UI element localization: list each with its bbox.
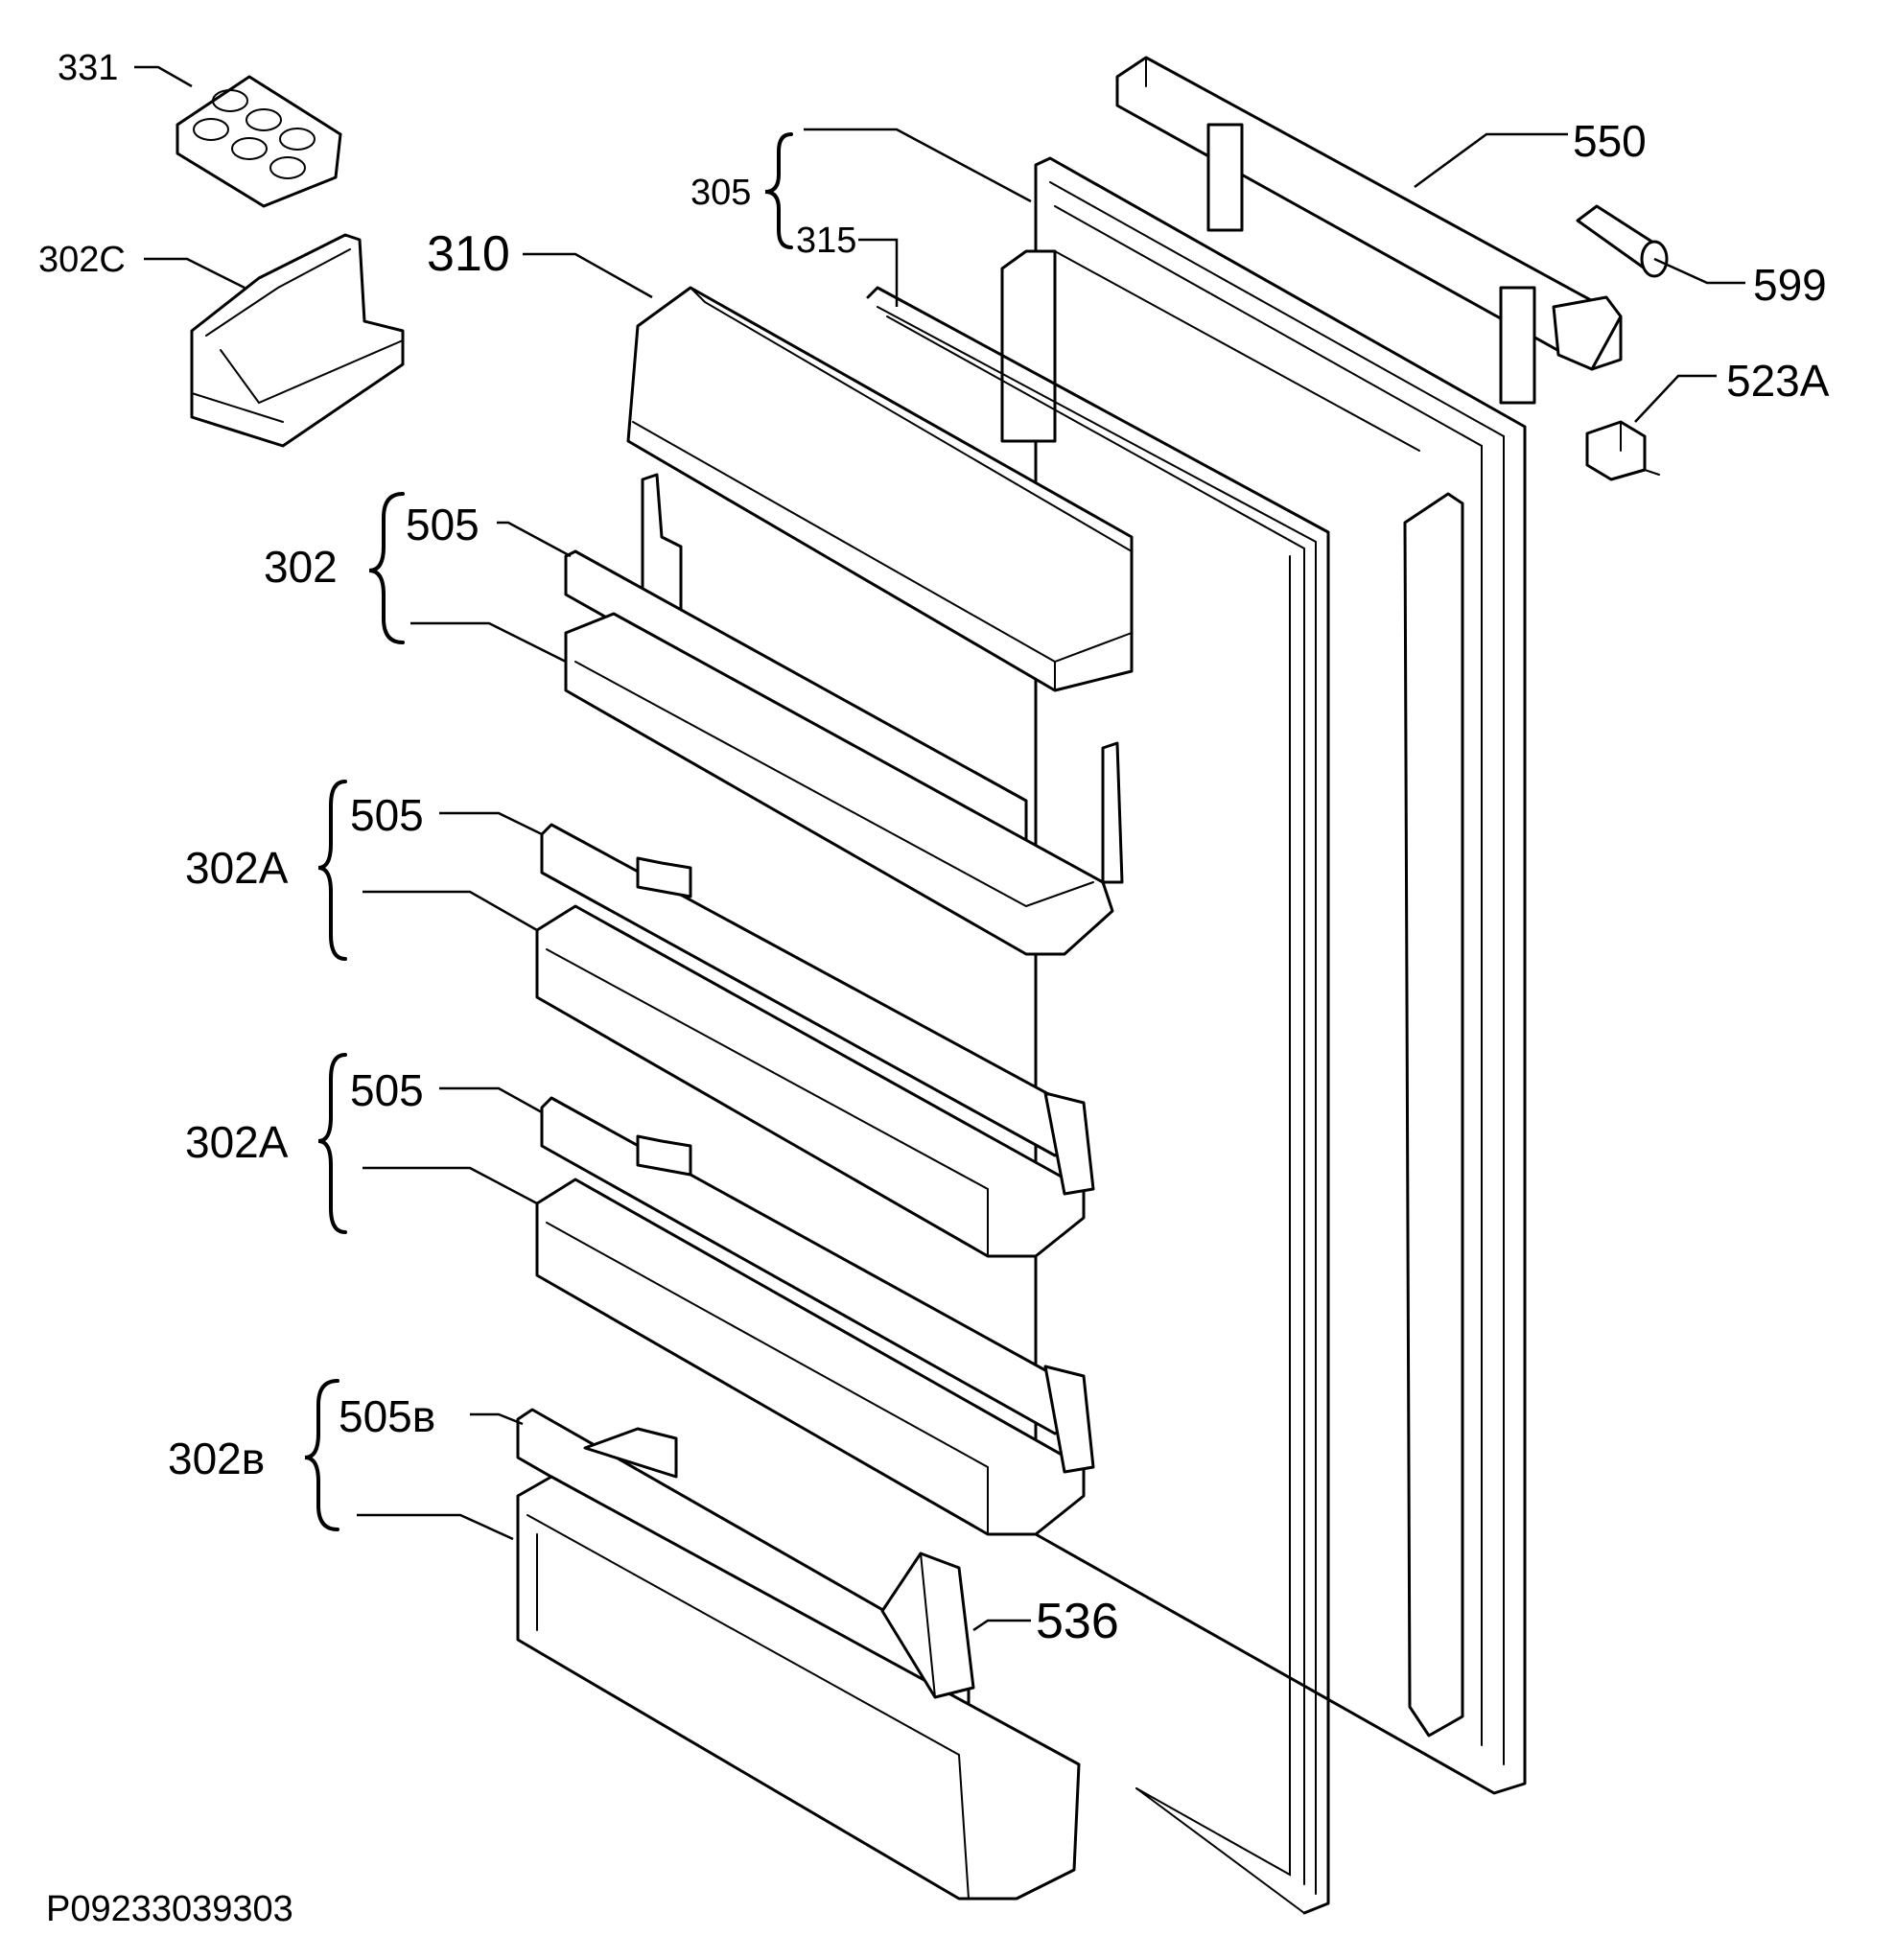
label-302b: 302в	[168, 1434, 265, 1483]
door-shelf-302b	[516, 1408, 1081, 1901]
dairy-compartment-310	[626, 286, 1134, 692]
label-505-1: 505	[406, 500, 480, 549]
label-536: 536	[1036, 1594, 1119, 1649]
label-302a-1: 302A	[185, 843, 289, 893]
door-shelf-302a-lower	[535, 1096, 1095, 1536]
label-599: 599	[1753, 260, 1827, 310]
label-315: 315	[796, 221, 856, 261]
label-302: 302	[264, 542, 338, 592]
top-cover-550	[1115, 56, 1623, 405]
divider-536	[880, 1552, 975, 1699]
drawing-code: P09233039303	[46, 1889, 293, 1929]
egg-tray-331	[175, 75, 342, 208]
door-frame-305	[1000, 156, 1527, 1795]
door-shelf-302a-upper	[535, 823, 1095, 1258]
label-331: 331	[58, 48, 118, 88]
label-523a: 523A	[1726, 356, 1830, 406]
hinge-523a	[1585, 420, 1660, 481]
label-505-3: 505	[350, 1065, 424, 1115]
braces	[304, 132, 793, 1531]
label-550: 550	[1573, 116, 1647, 166]
small-bin-302c	[190, 233, 405, 448]
label-505b: 505в	[339, 1391, 435, 1441]
door-gasket-315	[866, 286, 1330, 1915]
label-302a-2: 302A	[185, 1117, 289, 1167]
label-310: 310	[427, 226, 510, 282]
door-shelf-302	[564, 473, 1124, 956]
leader-lines	[134, 65, 1745, 1632]
pin-599	[1576, 204, 1669, 278]
part-labels: 331 302C 310 305 315 550 599 523A 505 30…	[38, 48, 1830, 1929]
label-505-2: 505	[350, 790, 424, 840]
label-305: 305	[690, 173, 751, 213]
label-302c: 302C	[38, 240, 126, 280]
